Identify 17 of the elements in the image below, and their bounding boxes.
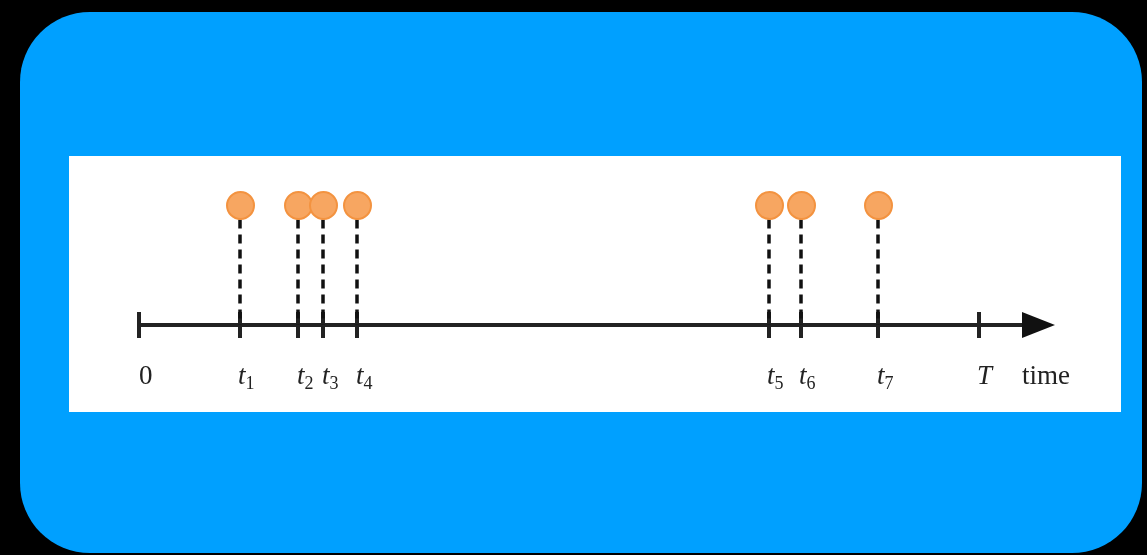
time-label: t$_{2}$ bbox=[297, 360, 314, 390]
time-label: t$_{5}$ bbox=[767, 360, 784, 390]
event-dot bbox=[754, 190, 784, 220]
axis-tick-label: T bbox=[977, 360, 993, 390]
event-dot bbox=[308, 190, 338, 220]
event-dot bbox=[342, 190, 372, 220]
axis-tick-label: 0 bbox=[139, 360, 153, 390]
event-dot bbox=[283, 190, 313, 220]
event-dot bbox=[863, 190, 893, 220]
event-dot bbox=[225, 190, 255, 220]
event-dot bbox=[786, 190, 816, 220]
time-label: t$_{1}$ bbox=[238, 360, 255, 390]
axis-title: time bbox=[1022, 360, 1070, 390]
time-label: t$_{4}$ bbox=[356, 360, 373, 390]
time-label: t$_{6}$ bbox=[799, 360, 816, 390]
time-label: t$_{7}$ bbox=[877, 360, 894, 390]
time-label: t$_{3}$ bbox=[322, 360, 339, 390]
